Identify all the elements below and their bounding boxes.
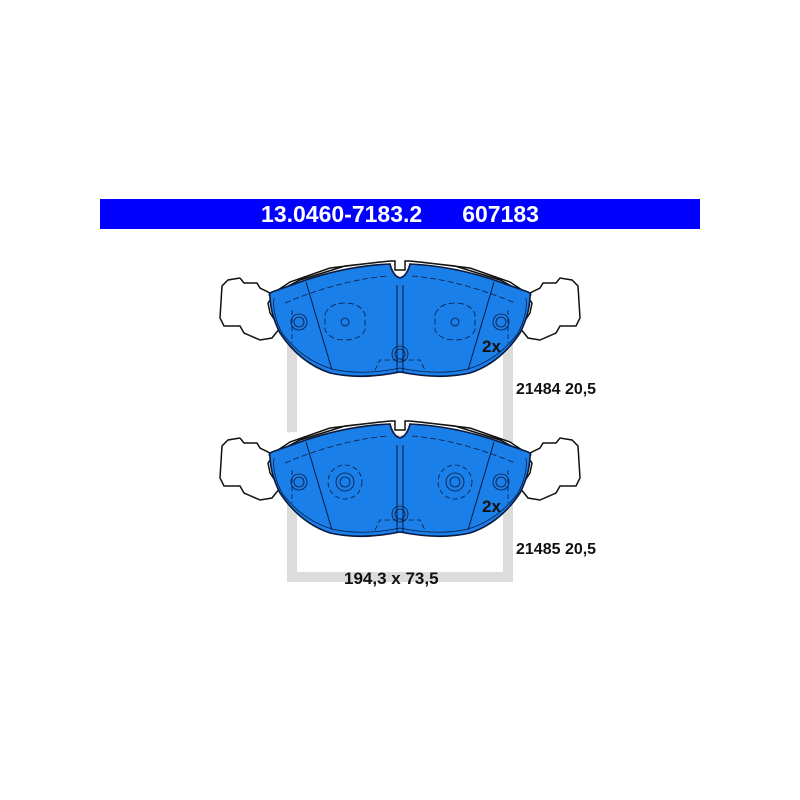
header-bar: 13.0460-7183.2 607183 xyxy=(100,199,700,229)
brake-pad-top xyxy=(219,260,581,378)
dimensions-label: 194,3 x 73,5 xyxy=(344,569,439,588)
part-number: 13.0460-7183.2 xyxy=(261,200,423,227)
pad-top-code: 21484 20,5 xyxy=(516,381,597,398)
pad-bottom-quantity: 2x xyxy=(482,497,501,516)
pad-bottom-code: 21485 20,5 xyxy=(516,541,597,558)
pad-top-quantity: 2x xyxy=(482,337,501,356)
article-number: 607183 xyxy=(462,200,539,227)
brake-pad-bottom xyxy=(219,420,581,538)
